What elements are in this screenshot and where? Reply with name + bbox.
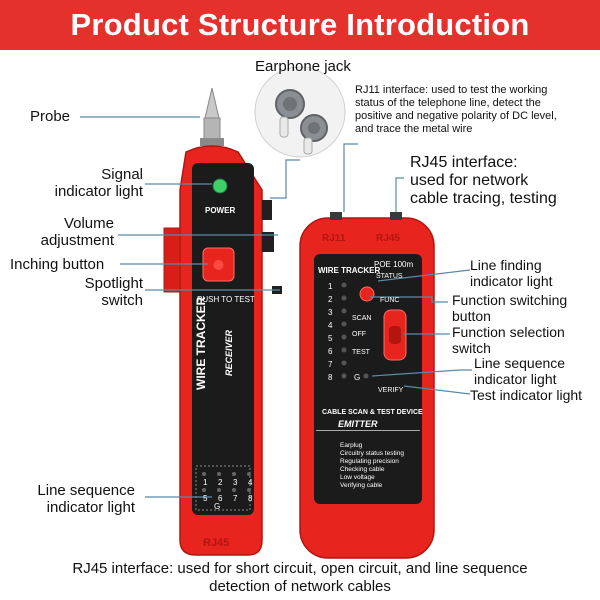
receiver-led-7: 7 [233, 494, 238, 503]
receiver-led-4: 4 [248, 478, 253, 487]
emitter-status-label: STATUS [376, 273, 403, 280]
page-title: Product Structure Introduction [70, 7, 530, 42]
receiver-led-3: 3 [233, 478, 238, 487]
emitter-scan-label: SCAN [352, 315, 372, 322]
bottom-caption-line1: RJ45 interface: used for short circuit, … [72, 560, 528, 577]
power-led [212, 178, 228, 194]
emitter-feature-5: Low voltage [340, 474, 375, 481]
rj45-top-line3: cable tracing, testing [410, 190, 557, 207]
emitter-led-1: 1 [328, 282, 333, 291]
volume-adjustment-line2: adjustment [40, 232, 114, 249]
function-switching-label: Function switching button [452, 292, 567, 324]
emitter-test-label: TEST [352, 349, 370, 356]
emitter-cable-scan-label: CABLE SCAN & TEST DEVICE [322, 409, 423, 416]
leader-lines [80, 116, 472, 498]
emitter-feature-3: Regulating precision [340, 458, 399, 465]
emitter-ground-label: G [354, 373, 361, 382]
signal-indicator-line1: Signal [101, 166, 143, 183]
rj45-top-line1: RJ45 interface: [410, 154, 518, 171]
spotlight-switch-label: Spotlight switch [10, 275, 143, 309]
probe-tip [200, 87, 224, 146]
bottom-caption: RJ45 interface: used for short circuit, … [0, 560, 600, 596]
emitter-led-3: 3 [328, 308, 333, 317]
signal-indicator-label: Signal indicator light [10, 166, 143, 200]
receiver-rj45-label: RJ45 [203, 537, 230, 549]
rj45-top-label: RJ45 interface: used for network cable t… [410, 154, 557, 208]
rj11-note-line2: status of the telephone line, detect the [355, 97, 541, 109]
title-banner: Product Structure Introduction [0, 0, 600, 50]
rj11-note: RJ11 interface: used to test the working… [355, 84, 595, 136]
line-sequence-right-label: Line sequence indicator light [474, 355, 565, 387]
receiver-wire-tracker-label: WIRE TRACKER [194, 296, 208, 390]
earphone-jack-label: Earphone jack [255, 58, 351, 75]
line-sequence-right-line2: indicator light [474, 371, 557, 387]
emitter-led-5: 5 [328, 334, 333, 343]
emitter-poe-label: POE 100m [374, 260, 414, 269]
emitter-led-2: 2 [328, 295, 333, 304]
line-sequence-left-line2: indicator light [46, 499, 135, 516]
receiver-led-5: 5 [203, 494, 208, 503]
function-selection-line2: switch [452, 340, 491, 356]
line-finding-line2: indicator light [470, 273, 553, 289]
rj45-top-line2: used for network [410, 172, 529, 189]
emitter-feature-4: Checking cable [340, 466, 385, 473]
emitter-led-8: 8 [328, 373, 333, 382]
signal-indicator-line2: indicator light [54, 183, 143, 200]
emitter-wire-tracker-label: WIRE TRACKER [318, 266, 381, 275]
volume-adjustment-line1: Volume [63, 215, 114, 232]
line-sequence-right-line1: Line sequence [474, 355, 566, 371]
test-indicator-label: Test indicator light [470, 387, 583, 403]
receiver-receiver-label: RECEIVER [224, 329, 234, 376]
function-switching-line2: button [452, 308, 491, 324]
emitter-led-6: 6 [328, 347, 333, 356]
rj11-note-line4: and trace the metal wire [355, 123, 473, 135]
earphones-icon [254, 66, 346, 158]
receiver-led-1: 1 [203, 478, 208, 487]
function-switching-line1: Function switching [452, 292, 568, 308]
volume-adjustment-label: Volume adjustment [10, 215, 114, 249]
emitter-rj11-label: RJ11 [322, 233, 346, 244]
line-finding-label: Line finding indicator light [470, 257, 553, 289]
probe-label: Probe [30, 108, 71, 125]
spotlight-switch-line2: switch [101, 292, 143, 309]
emitter-led-4: 4 [328, 321, 333, 330]
line-finding-line1: Line finding [470, 257, 542, 273]
receiver-push-to-test-label: PUSH TO TEST [197, 295, 255, 304]
function-selection-line1: Function selection [452, 324, 565, 340]
emitter-led-7: 7 [328, 360, 333, 369]
rj11-note-line3: positive and negative polarity of DC lev… [355, 110, 557, 122]
line-sequence-left-label: Line sequence indicator light [10, 482, 135, 516]
bottom-caption-line2: detection of network cables [209, 578, 391, 595]
emitter-func-label: FUNC [380, 297, 400, 304]
receiver-ground-label: G [214, 502, 221, 511]
emitter-feature-1: Earplug [340, 442, 363, 449]
emitter-emitter-label: EMITTER [338, 419, 378, 429]
emitter-verify-label: VERIFY [378, 387, 404, 394]
emitter-rj45-label: RJ45 [376, 233, 400, 244]
spotlight-switch-line1: Spotlight [84, 275, 143, 292]
status-led [359, 286, 375, 302]
receiver-led-2: 2 [218, 478, 223, 487]
line-sequence-left-line1: Line sequence [37, 482, 135, 499]
receiver-power-label: POWER [205, 206, 236, 215]
receiver-led-6: 6 [218, 494, 223, 503]
emitter-feature-6: Verifying cable [340, 482, 383, 489]
function-selection-label: Function selection switch [452, 324, 565, 356]
emitter-feature-2: Circuitry status testing [340, 450, 404, 457]
rj11-note-line1: RJ11 interface: used to test the working [355, 84, 548, 96]
inching-button-label: Inching button [10, 256, 105, 273]
receiver-led-8: 8 [248, 494, 253, 503]
emitter-off-label: OFF [352, 331, 366, 338]
